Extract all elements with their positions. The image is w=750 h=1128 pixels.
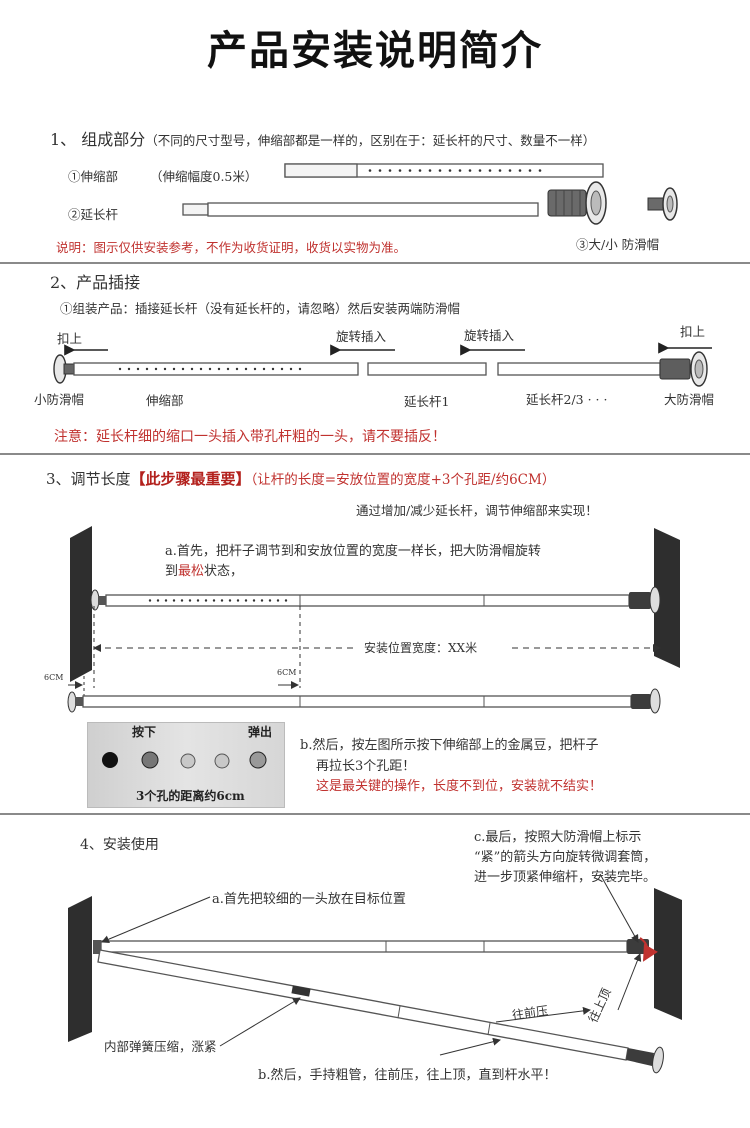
small-cap-label: 小防滑帽 xyxy=(34,392,85,407)
rod-diagonal xyxy=(97,949,664,1074)
photo-pop-label: 弹出 xyxy=(248,725,273,739)
disclaimer: 说明：图示仅供安装参考，不作为收货证明，收货以实物为准。 xyxy=(56,240,407,255)
big-cap-icon xyxy=(547,181,607,225)
page-title: 产品安装说明简介 xyxy=(207,28,543,74)
section4-heading: 4、安装使用 xyxy=(80,837,159,853)
small-cap-assembly-icon xyxy=(53,354,75,384)
install-width-label: 安装位置宽度：XX米 xyxy=(364,639,478,656)
left-wall xyxy=(70,526,92,682)
section3-formula: （让杆的长度=安放位置的宽度+3个孔距/约6CM） xyxy=(250,472,556,488)
step4-a: a.首先把较细的一头放在目标位置 xyxy=(212,892,406,907)
step-b-pointer xyxy=(439,1037,501,1056)
section3-heading-text: 3、调节长度 xyxy=(46,470,131,488)
telescopic-part xyxy=(284,163,604,178)
ext1-label: 延长杆1 xyxy=(404,394,450,409)
part1-range: （伸缩幅度0.5米） xyxy=(150,169,258,184)
part3-label: ③大/小 防滑帽 xyxy=(576,237,660,252)
rotate2-label: 旋转插入 xyxy=(464,328,515,343)
step-a-line2: 到最松状态， xyxy=(165,560,243,579)
button-photo: 按下 弹出 3个孔的距离约6cm xyxy=(87,722,285,808)
big-cap-label: 大防滑帽 xyxy=(664,392,715,407)
part2-label: ②延长杆 xyxy=(68,207,119,222)
telescopic-label: 伸缩部 xyxy=(146,393,184,408)
right-wall-4 xyxy=(654,888,682,1020)
part1-label: ①伸缩部 xyxy=(68,169,119,184)
push-up-arrow xyxy=(617,953,642,1011)
step-a-pointer xyxy=(101,896,211,943)
push-forward-arrow xyxy=(495,1006,591,1023)
step-b-line1: b.然后，按左图所示按下伸缩部上的金属豆，把杆子 xyxy=(300,738,599,753)
telescopic-assembly-rod xyxy=(73,362,359,376)
cm-mid-label: 6CM xyxy=(277,668,297,677)
step-a-loosest: 最松 xyxy=(178,564,205,579)
small-cap-icon xyxy=(647,187,678,221)
push-right-label: 扣上 xyxy=(680,324,706,339)
rod-extended xyxy=(67,688,661,714)
divider-1 xyxy=(0,262,750,264)
holes-illustration xyxy=(102,751,267,769)
adjust-length-illustration xyxy=(67,526,680,714)
photo-press-label: 按下 xyxy=(132,725,157,739)
ext23-label: 延长杆2/3 · · · xyxy=(526,392,608,407)
section3-sub: 通过增加/减少延长杆，调节伸缩部来实现！ xyxy=(356,503,598,518)
big-cap-assembly-icon xyxy=(659,351,708,387)
step-c-line3: 进一步顶紧伸缩杆，安装完毕。 xyxy=(474,870,657,885)
section2-step: ①组装产品：插接延长杆（没有延长杆的，请忽略）然后安装两端防滑帽 xyxy=(60,301,461,316)
assembly-illustration xyxy=(53,342,712,387)
section3-heading: 3、调节长度【此步骤最重要】（让杆的长度=安放位置的宽度+3个孔距/约6CM） xyxy=(46,468,555,489)
rod-horizontal xyxy=(93,939,649,954)
step-a-prefix: 到 xyxy=(165,564,179,579)
section1-heading: 1、 组成部分（不同的尺寸型号，伸缩部都是一样的，区别在于：延长杆的尺寸、数量不… xyxy=(50,126,595,150)
section2-heading: 2、产品插接 xyxy=(50,273,141,292)
step-a-suffix: 状态， xyxy=(204,564,244,579)
spring-label: 内部弹簧压缩，涨紧 xyxy=(104,1039,217,1054)
photo-caption: 3个孔的距离约6cm xyxy=(136,789,245,803)
step-c-line2: “紧”的箭头方向旋转微调套筒， xyxy=(474,850,657,865)
install-illustration xyxy=(68,873,682,1074)
divider-3 xyxy=(0,813,750,815)
right-wall xyxy=(654,528,680,668)
rotate1-label: 旋转插入 xyxy=(336,329,387,344)
tighten-arrow-icon xyxy=(639,937,658,962)
spring-pointer xyxy=(219,997,301,1047)
step4-b: b.然后，手持粗管，往前压，往上顶，直到杆水平！ xyxy=(258,1068,557,1083)
push-left-label: 扣上 xyxy=(57,331,83,346)
step-b-line2: 再拉长3个孔距！ xyxy=(316,759,416,774)
step-c-pointer xyxy=(599,873,639,943)
extension-rod xyxy=(182,202,539,217)
cm-left-label: 6CM xyxy=(44,673,64,682)
left-wall-4 xyxy=(68,896,92,1042)
ext1-assembly-rod xyxy=(367,362,487,376)
section3-important: 【此步骤最重要】 xyxy=(130,470,251,488)
rod-loose xyxy=(90,586,661,614)
section1-heading-text: 1、 组成部分 xyxy=(50,130,146,149)
ext23-assembly-rod xyxy=(497,362,661,376)
parts-illustration xyxy=(182,163,678,225)
section1-note: （不同的尺寸型号，伸缩部都是一样的，区别在于：延长杆的尺寸、数量不一样） xyxy=(145,133,596,148)
divider-2 xyxy=(0,453,750,455)
section2-warning: 注意：延长杆细的缩口一头插入带孔杆粗的一头，请不要插反！ xyxy=(54,429,446,445)
step-c-line1: c.最后，按照大防滑帽上标示 xyxy=(474,830,642,845)
step-b-warning: 这是最关键的操作，长度不到位，安装就不结实！ xyxy=(316,779,603,794)
step-a-line1: a.首先，把杆子调节到和安放位置的宽度一样长，把大防滑帽旋转 xyxy=(165,544,541,559)
